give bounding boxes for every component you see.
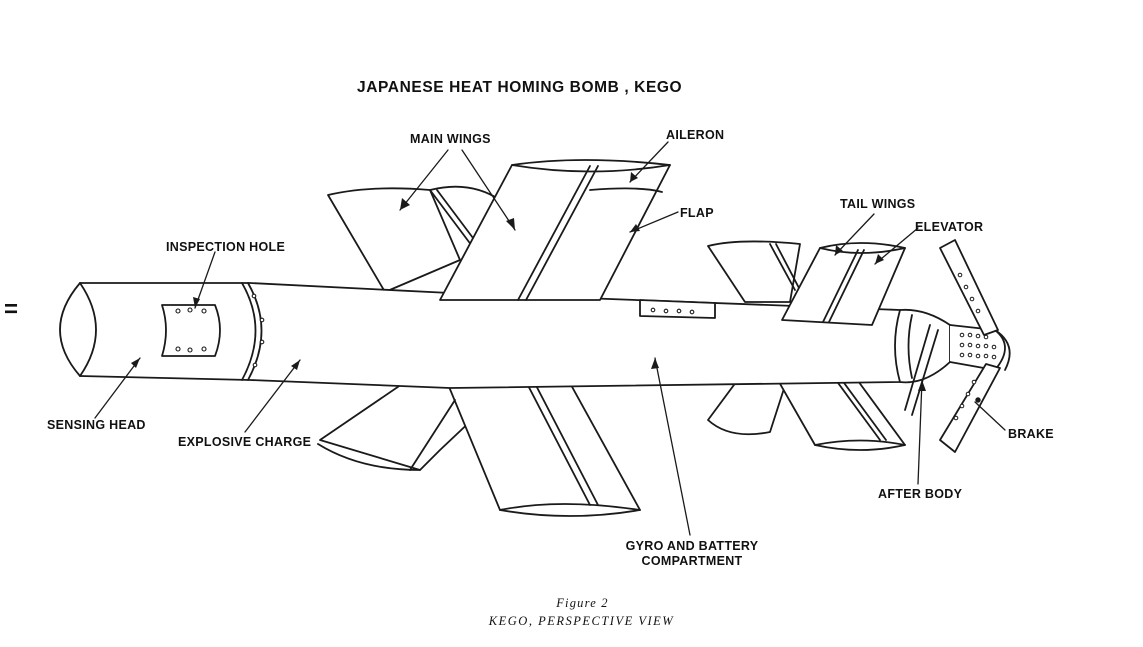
diagram-title: JAPANESE HEAT HOMING BOMB , KEGO	[357, 79, 683, 96]
after-body	[894, 308, 1011, 384]
label-brake: BRAKE	[1008, 427, 1054, 441]
upper-tail-wing-rear	[707, 240, 801, 303]
lower-tail-wing	[707, 369, 906, 451]
figure-caption-title: KEGO, PERSPECTIVE VIEW	[488, 614, 675, 628]
label-main-wings: MAIN WINGS	[410, 132, 491, 146]
label-elevator: ELEVATOR	[915, 220, 984, 234]
label-flap: FLAP	[680, 206, 714, 220]
lower-main-wing	[317, 364, 641, 517]
label-sensing-head: SENSING HEAD	[47, 418, 146, 432]
label-tail-wings: TAIL WINGS	[840, 197, 916, 211]
label-gyro-battery-line1: GYRO AND BATTERY	[625, 539, 759, 553]
label-inspection-hole: INSPECTION HOLE	[166, 240, 286, 254]
label-aileron: AILERON	[666, 128, 725, 142]
label-after-body: AFTER BODY	[878, 487, 963, 501]
arrow-heads	[131, 172, 926, 391]
figure-caption-number: Figure 2	[556, 596, 609, 610]
brake	[904, 239, 1001, 453]
fuselage	[59, 282, 901, 389]
upper-tail-wing	[781, 242, 906, 326]
label-explosive-charge: EXPLOSIVE CHARGE	[178, 435, 312, 449]
label-gyro-battery-line2: COMPARTMENT	[641, 554, 743, 568]
upper-main-wing	[439, 159, 671, 301]
margin-mark: =	[4, 296, 19, 323]
